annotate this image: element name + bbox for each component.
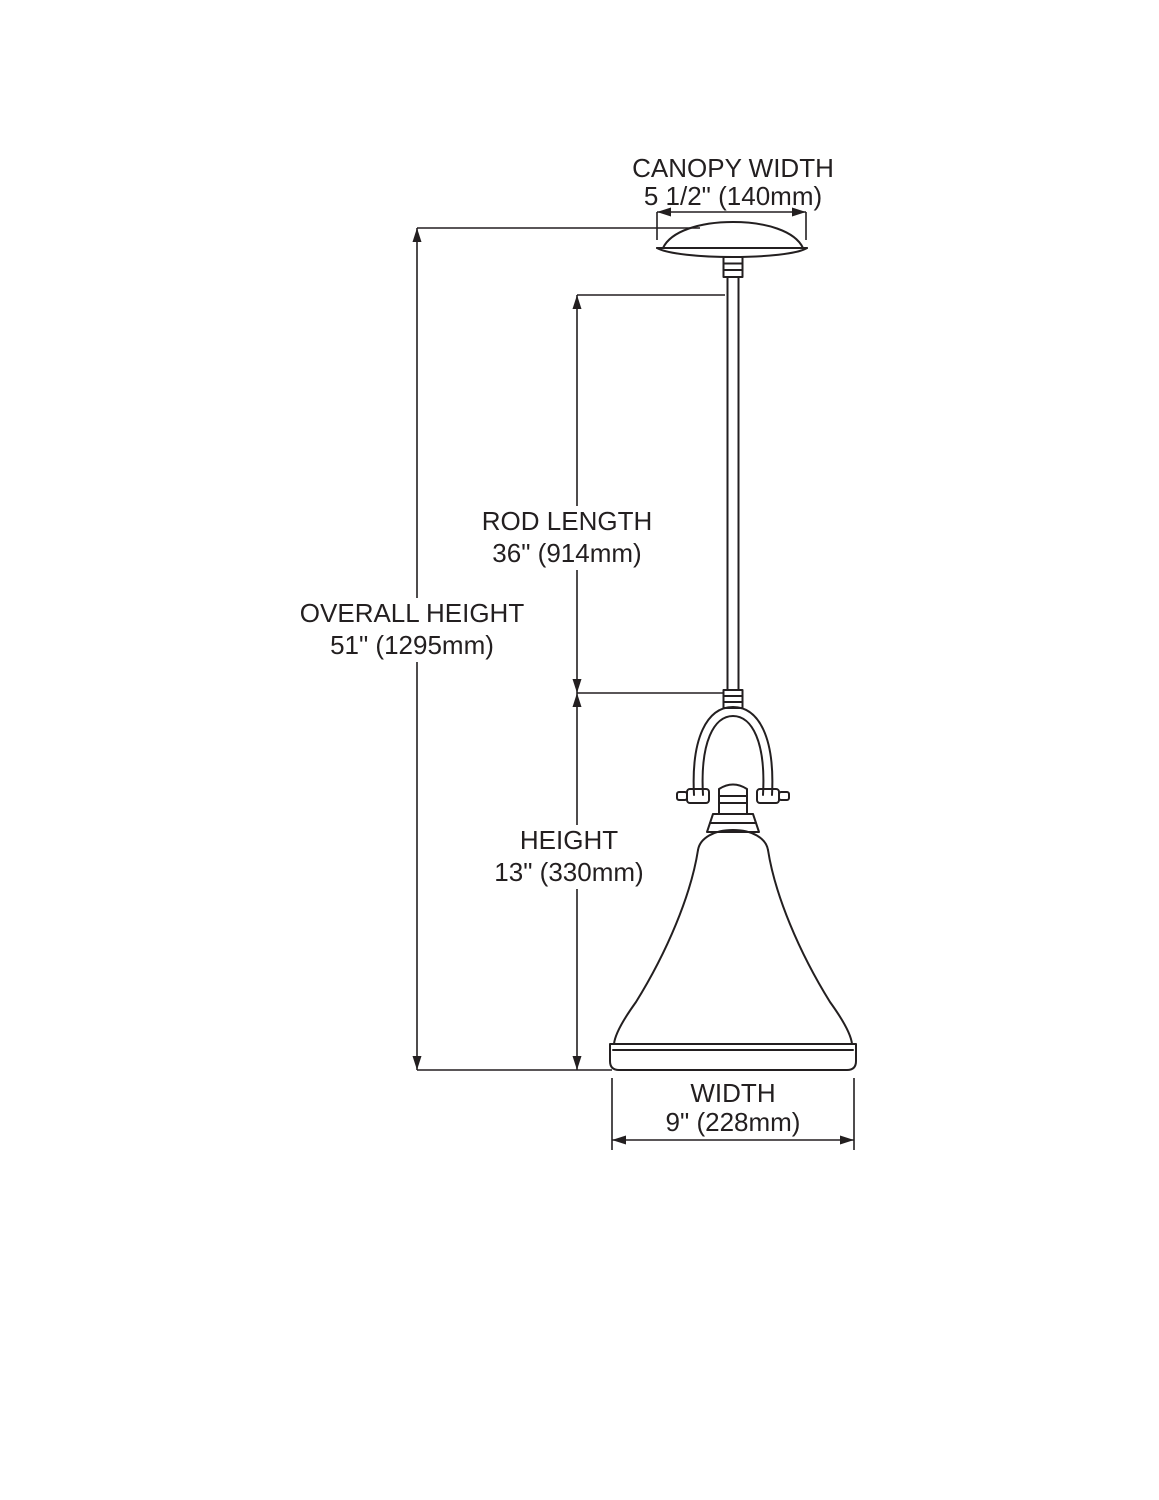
- rod-length-label: ROD LENGTH: [482, 506, 652, 536]
- fixture-height-label: HEIGHT: [520, 825, 618, 855]
- shade-width-dimension: WIDTH 9" (228mm): [611, 1078, 855, 1150]
- rod-length-value: 36" (914mm): [492, 538, 641, 568]
- overall-height-dimension: OVERALL HEIGHT 51" (1295mm): [300, 227, 700, 1071]
- rod-drawing: [722, 276, 744, 709]
- shade-width-label: WIDTH: [690, 1078, 775, 1108]
- canopy-drawing: [656, 221, 808, 278]
- shade-width-value: 9" (228mm): [666, 1107, 801, 1137]
- rod-and-height-dimension: ROD LENGTH 36" (914mm) HEIGHT 13" (330mm…: [480, 294, 725, 1070]
- canopy-width-label: CANOPY WIDTH: [632, 153, 834, 183]
- fixture-height-value: 13" (330mm): [494, 857, 643, 887]
- canopy-width-value: 5 1/2" (140mm): [644, 181, 822, 211]
- shade-drawing: [609, 829, 857, 1071]
- overall-height-label: OVERALL HEIGHT: [300, 598, 525, 628]
- yoke-drawing: [676, 706, 790, 804]
- canopy-width-dimension: CANOPY WIDTH 5 1/2" (140mm): [632, 153, 834, 240]
- overall-height-value: 51" (1295mm): [330, 630, 494, 660]
- socket-neck-drawing: [706, 783, 760, 833]
